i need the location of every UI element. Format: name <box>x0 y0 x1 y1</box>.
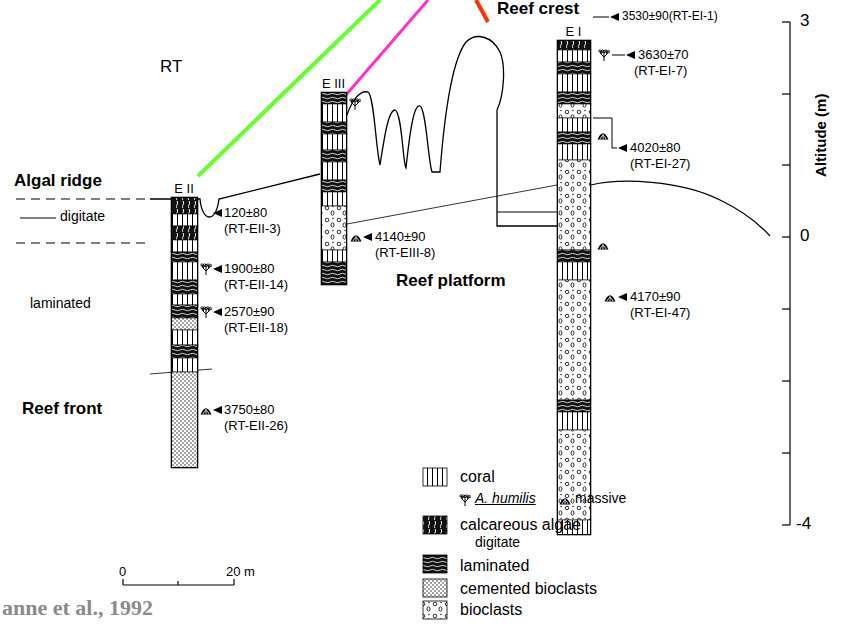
facies-name: digitate <box>60 209 105 224</box>
column-label: E II <box>174 182 194 196</box>
site-code: RT <box>160 58 182 77</box>
legend-text: bioclasts <box>460 601 522 619</box>
radiocarbon-age: 1900±80 <box>224 262 275 276</box>
radiocarbon-age: 4140±90 <box>375 230 426 244</box>
legend-text: massive <box>575 491 626 506</box>
column-label: E III <box>322 77 345 91</box>
radiocarbon-age: 3750±80 <box>224 403 275 417</box>
legend-text: A. humilis <box>475 491 536 506</box>
sample-id: (RT-EI-27) <box>630 157 690 171</box>
legend-text: calcareous algae <box>460 516 581 534</box>
sample-id: (RT-EII-18) <box>224 321 288 335</box>
sample-id: (RT-EI-47) <box>630 306 690 320</box>
sample-id: (RT-EIII-8) <box>375 246 435 260</box>
scale-label: 20 m <box>226 565 255 579</box>
radiocarbon-age: 3530±90(RT-EI-1) <box>622 10 718 23</box>
axis-tick-label: 3 <box>800 12 809 31</box>
axis-tick-label: -4 <box>796 515 811 534</box>
zone-name: Reef crest <box>497 0 579 19</box>
legend-text: digitate <box>475 535 520 550</box>
stratigraphic-column: E II <box>171 197 198 468</box>
legend-text: coral <box>460 468 495 486</box>
sample-id: (RT-EII-3) <box>224 222 281 236</box>
radiocarbon-age: 3630±70 <box>638 48 689 62</box>
sample-id: (RT-EI-7) <box>634 64 687 78</box>
zone-name: Reef front <box>22 400 102 419</box>
legend-text: cemented bioclasts <box>460 580 597 598</box>
zone-name: Reef platform <box>396 272 506 291</box>
scale-label: 0 <box>119 565 126 579</box>
radiocarbon-age: 4020±80 <box>630 141 681 155</box>
sample-id: (RT-EII-26) <box>224 419 288 433</box>
radiocarbon-age: 4170±90 <box>630 290 681 304</box>
radiocarbon-age: 2570±90 <box>224 305 275 319</box>
radiocarbon-age: 120±80 <box>224 206 267 220</box>
stratigraphic-column: E III <box>321 92 347 285</box>
facies-name: laminated <box>30 296 91 311</box>
stratigraphic-column: E I <box>557 40 591 535</box>
axis-title: Altitude (m) <box>814 93 831 176</box>
citation-caption: anne et al., 1992 <box>2 596 153 620</box>
axis-tick-label: 0 <box>800 227 809 246</box>
legend-text: laminated <box>460 557 529 575</box>
sample-id: (RT-EII-14) <box>224 278 288 292</box>
zone-name: Algal ridge <box>14 172 102 191</box>
column-label: E I <box>566 25 582 39</box>
